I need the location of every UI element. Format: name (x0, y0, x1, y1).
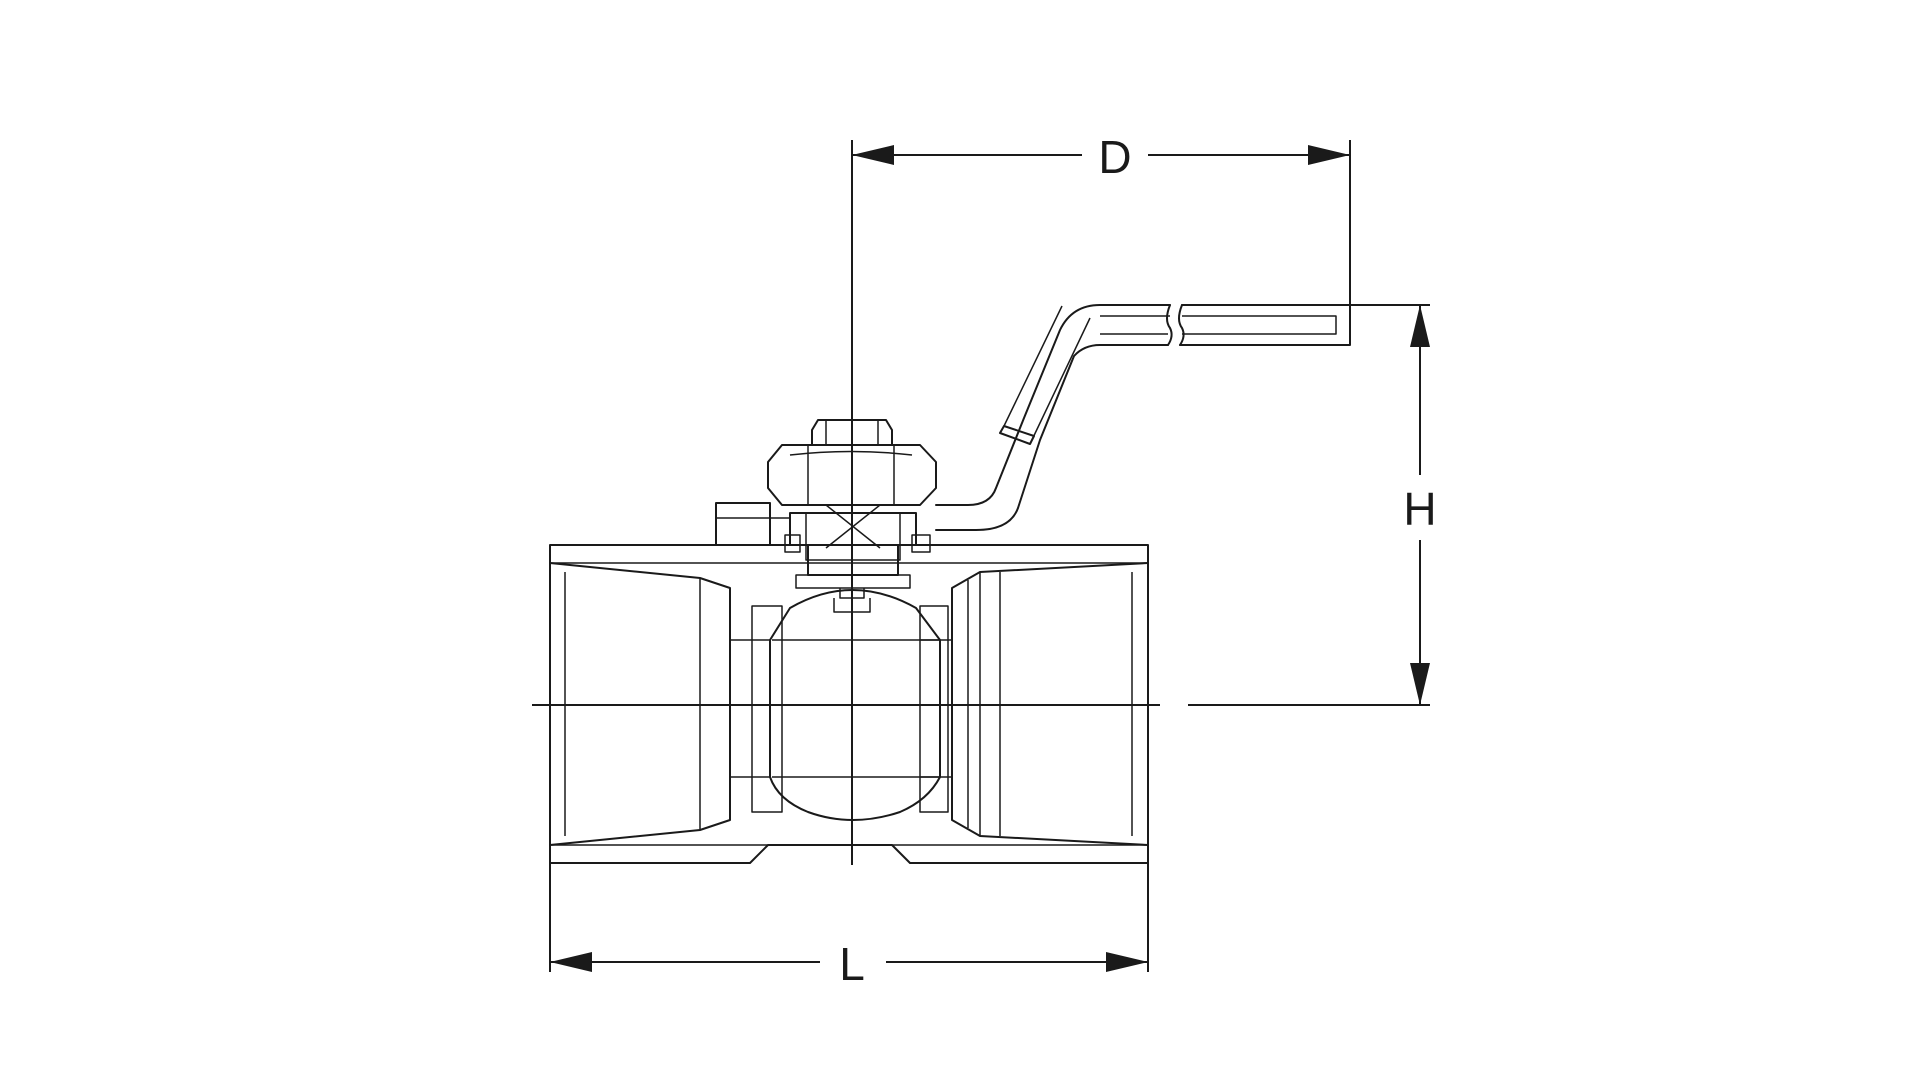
lever-grip-left (1003, 305, 1063, 427)
lever-break-right (1178, 304, 1185, 346)
stop-lug (715, 502, 771, 546)
washer (784, 534, 801, 553)
lever-grip-right (1029, 317, 1091, 445)
bonnet-flange (795, 574, 911, 589)
dimension-l-arrow-right (1106, 952, 1148, 972)
stem-top (811, 419, 893, 446)
dimension-h-arrow-bottom (1410, 663, 1430, 705)
hex-nut (767, 444, 937, 506)
ball-outline (769, 589, 941, 821)
stem-assembly (715, 502, 931, 613)
right-seat-ring (919, 605, 949, 813)
lever-end-inner (1182, 315, 1337, 335)
valve-body (549, 544, 1149, 864)
lever-strip-inner (1100, 315, 1170, 335)
dimension-d: D (852, 131, 1351, 345)
dimension-l: L (549, 863, 1149, 990)
centerlines (532, 140, 1430, 865)
dimension-h-arrow-top (1410, 305, 1430, 347)
dimension-l-label: L (839, 938, 865, 990)
dimension-l-arrow-left (550, 952, 592, 972)
lever-inner (935, 344, 1169, 531)
dimension-h-label: H (1403, 483, 1436, 535)
dimension-d-arrow-left (852, 145, 894, 165)
dimension-h: H (1350, 304, 1437, 705)
lever-handle (935, 304, 1351, 531)
washer-right (911, 534, 931, 553)
lever-end (1179, 304, 1351, 346)
dimension-d-arrow-right (1308, 145, 1350, 165)
lever-break-left (1166, 304, 1173, 346)
left-seat-ring (751, 605, 783, 813)
ball (769, 589, 941, 821)
lever-outer (935, 304, 1171, 506)
dimension-d-label: D (1098, 131, 1131, 183)
